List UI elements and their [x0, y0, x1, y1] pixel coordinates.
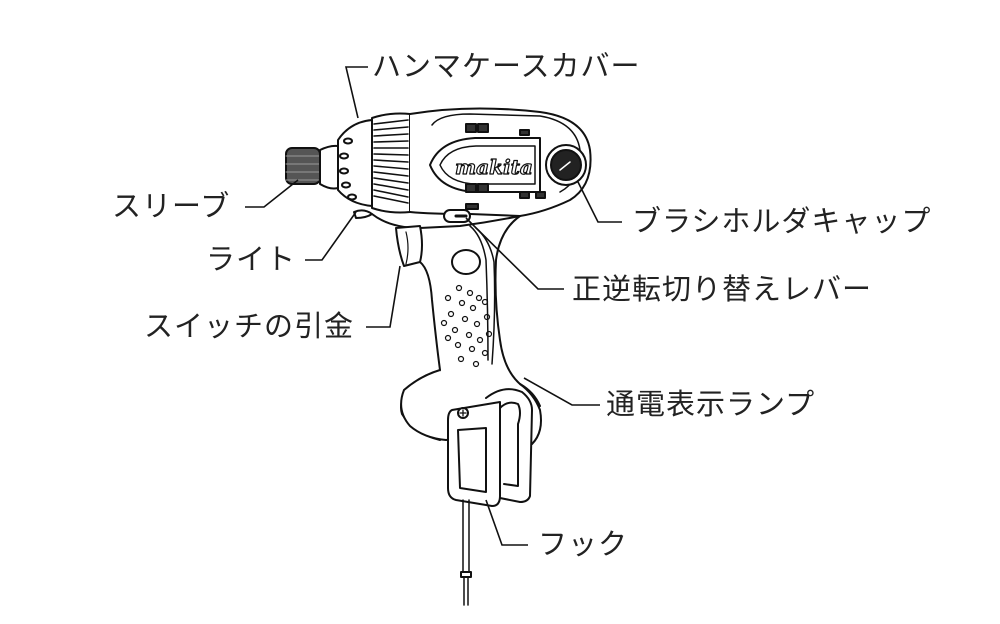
label-power-indicator-lamp: 通電表示ランプ [606, 387, 816, 421]
makita-logo: makita [455, 155, 533, 179]
grip-dots [440, 284, 493, 368]
label-hammer-case-cover: ハンマケースカバー [372, 49, 641, 83]
leader-lines [245, 66, 622, 546]
leader-brush-holder-cap [577, 181, 622, 223]
label-sleeve: スリーブ [112, 189, 231, 223]
label-light: ライト [206, 242, 297, 276]
leader-indicator-lamp [523, 377, 600, 406]
leader-hook [485, 499, 528, 546]
label-reverse-switch-lever: 正逆転切り替えレバー [572, 272, 873, 306]
label-hook: フック [538, 527, 629, 561]
sleeve-part [285, 144, 339, 190]
hook-part [447, 388, 533, 507]
leader-light [305, 211, 357, 261]
leader-sleeve [245, 179, 299, 208]
label-trigger-switch: スイッチの引金 [144, 309, 355, 343]
leader-hammer-case-cover [344, 66, 368, 119]
leader-trigger [366, 265, 401, 328]
leader-reverse-lever [465, 217, 564, 290]
label-brush-holder-cap: ブラシホルダキャップ [632, 204, 932, 238]
